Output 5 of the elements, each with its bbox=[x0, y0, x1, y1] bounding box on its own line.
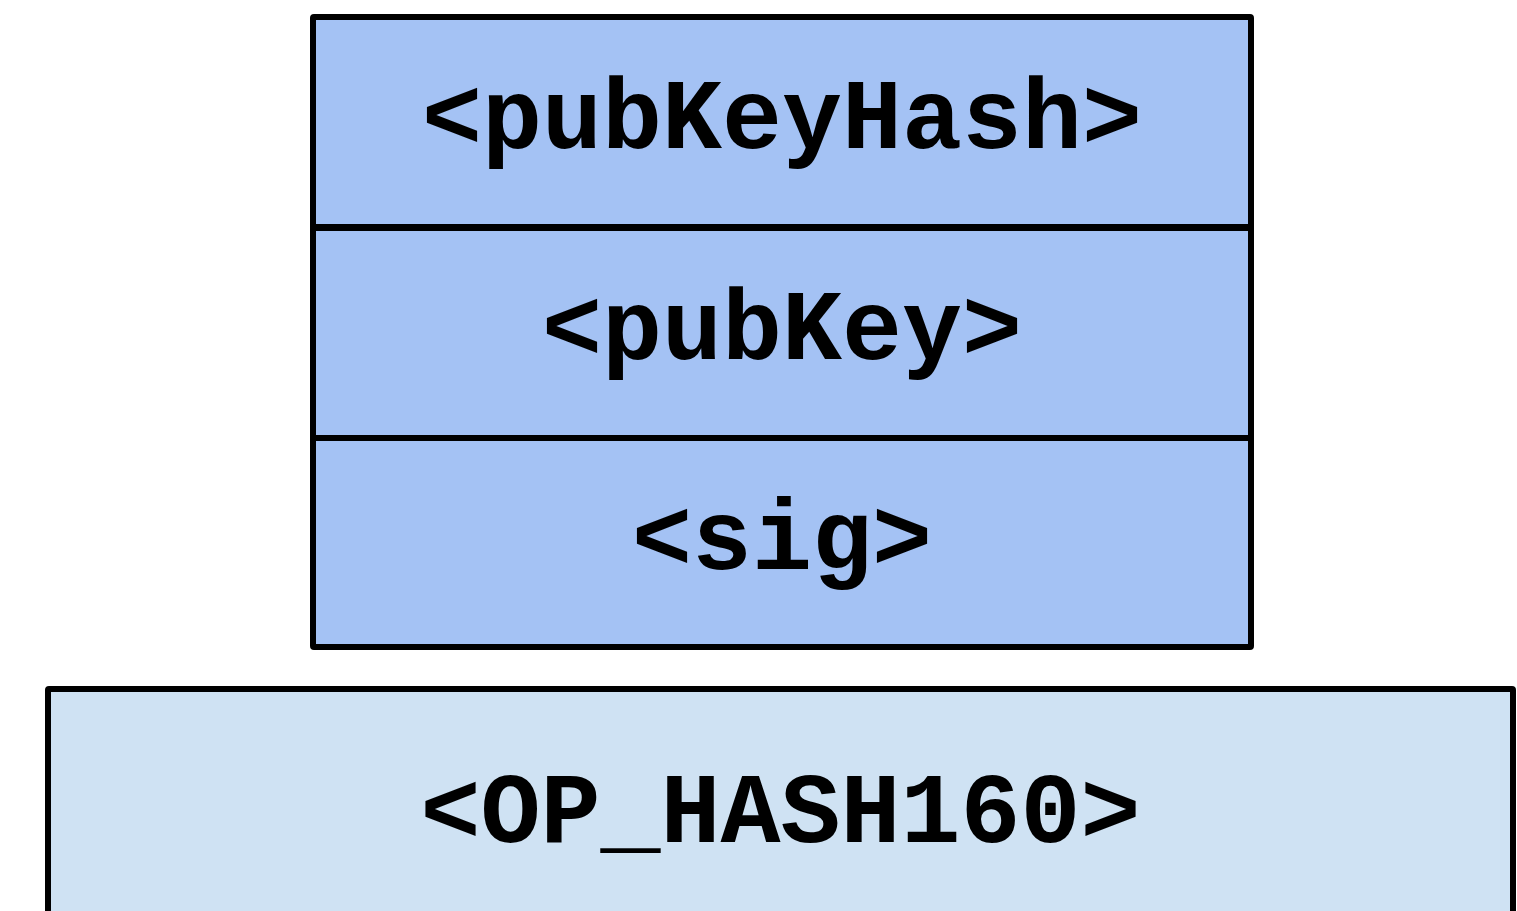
cell-label: <OP_HASH160> bbox=[420, 766, 1141, 866]
cell-label: <pubKeyHash> bbox=[421, 72, 1143, 172]
cell-label: <pubKey> bbox=[541, 283, 1023, 383]
stack-cell bbox=[45, 686, 1516, 911]
cell-label: <sig> bbox=[631, 492, 933, 593]
